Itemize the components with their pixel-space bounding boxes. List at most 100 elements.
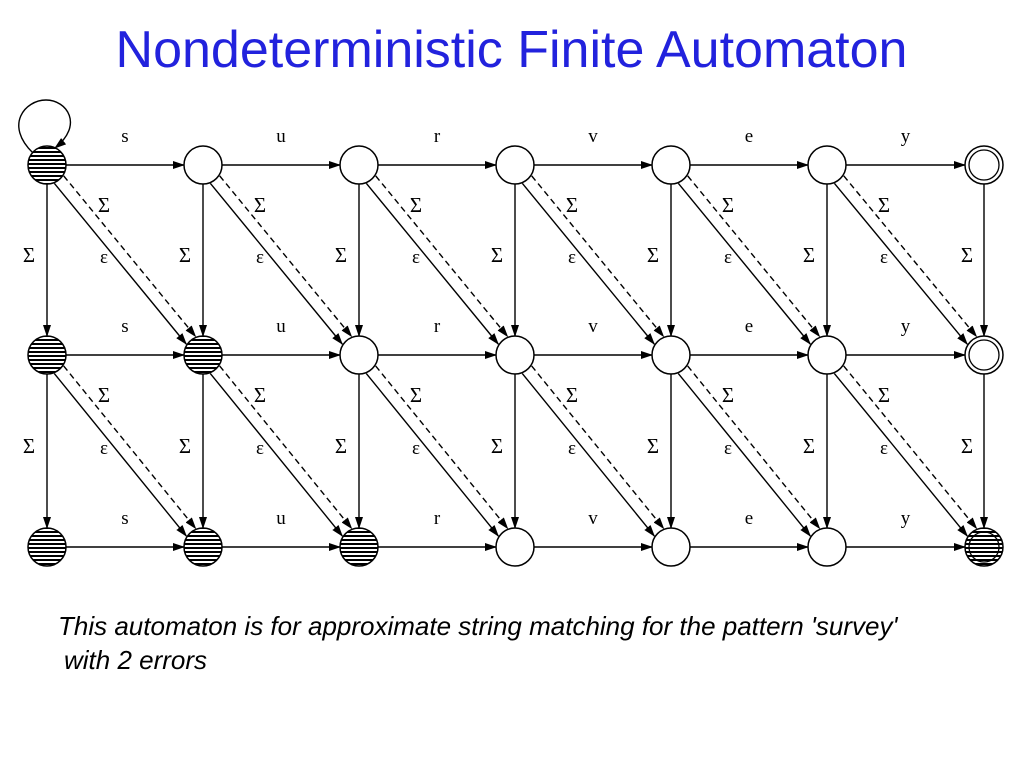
state-active	[27, 335, 67, 375]
insertion-label: Σ	[179, 434, 191, 458]
caption-line-1: This automaton is for approximate string…	[58, 611, 898, 641]
state	[964, 145, 1004, 185]
substitution-edge	[521, 373, 655, 537]
state-active	[27, 145, 67, 185]
deletion-edge	[375, 365, 509, 530]
accepting-ring	[968, 339, 1000, 371]
substitution-label: Σ	[722, 193, 734, 217]
substitution-label: Σ	[878, 193, 890, 217]
deletion-edge	[63, 175, 197, 338]
state-active	[183, 527, 223, 567]
start-self-loop	[18, 99, 72, 154]
state	[339, 145, 379, 185]
state	[807, 335, 847, 375]
insertion-label: Σ	[335, 434, 347, 458]
deletion-label: ε	[100, 438, 108, 459]
match-label: e	[745, 316, 753, 337]
state	[495, 527, 535, 567]
accepting-ring	[968, 149, 1000, 181]
match-label: v	[588, 316, 598, 337]
insertion-label: Σ	[647, 434, 659, 458]
substitution-edge	[53, 373, 187, 537]
state-active	[183, 335, 223, 375]
insertion-label: Σ	[647, 243, 659, 267]
deletion-label: ε	[412, 247, 420, 268]
substitution-edge	[209, 183, 343, 345]
deletion-edge	[63, 365, 197, 530]
state-active	[964, 527, 1004, 567]
substitution-edge	[521, 183, 655, 345]
state	[183, 145, 223, 185]
substitution-edge	[365, 183, 499, 345]
substitution-label: Σ	[98, 383, 110, 407]
deletion-label: ε	[724, 247, 732, 268]
deletion-edge	[843, 175, 978, 338]
insertion-label: Σ	[335, 243, 347, 267]
match-label: e	[745, 126, 753, 147]
state	[807, 145, 847, 185]
insertion-label: Σ	[803, 434, 815, 458]
caption: This automaton is for approximate string…	[58, 609, 1023, 677]
deletion-edge	[219, 175, 353, 338]
substitution-edge	[209, 373, 343, 537]
substitution-edge	[833, 183, 968, 345]
deletion-edge	[375, 175, 509, 338]
substitution-label: Σ	[410, 193, 422, 217]
match-label: s	[121, 508, 128, 529]
match-label: r	[434, 126, 441, 147]
deletion-edge	[843, 365, 978, 530]
match-label: s	[121, 316, 128, 337]
substitution-label: Σ	[878, 383, 890, 407]
match-label: e	[745, 508, 753, 529]
nfa-edges	[18, 99, 988, 551]
deletion-label: ε	[412, 438, 420, 459]
deletion-label: ε	[256, 438, 264, 459]
caption-line-2: with 2 errors	[64, 645, 208, 675]
substitution-label: Σ	[254, 193, 266, 217]
insertion-label: Σ	[179, 243, 191, 267]
deletion-label: ε	[568, 247, 576, 268]
insertion-label: Σ	[491, 243, 503, 267]
deletion-edge	[687, 175, 821, 338]
deletion-edge	[687, 365, 821, 530]
match-label: v	[588, 126, 598, 147]
state	[807, 527, 847, 567]
nfa-states	[27, 145, 1004, 567]
state	[651, 527, 691, 567]
deletion-edge	[531, 365, 665, 530]
state	[964, 335, 1004, 375]
deletion-label: ε	[724, 438, 732, 459]
match-label: u	[276, 126, 286, 147]
match-label: y	[901, 126, 911, 147]
match-label: u	[276, 508, 286, 529]
insertion-label: Σ	[23, 434, 35, 458]
state-active	[339, 527, 379, 567]
match-label: v	[588, 508, 598, 529]
match-label: u	[276, 316, 286, 337]
deletion-label: ε	[880, 438, 888, 459]
state	[495, 335, 535, 375]
substitution-label: Σ	[254, 383, 266, 407]
substitution-edge	[833, 373, 968, 537]
slide-title: Nondeterministic Finite Automaton	[115, 21, 908, 79]
match-label: r	[434, 316, 441, 337]
deletion-label: ε	[880, 247, 888, 268]
deletion-edge	[219, 365, 353, 530]
deletion-label: ε	[256, 247, 264, 268]
state	[651, 145, 691, 185]
substitution-label: Σ	[410, 383, 422, 407]
state-active	[27, 527, 67, 567]
insertion-label: Σ	[961, 434, 973, 458]
deletion-label: ε	[568, 438, 576, 459]
substitution-label: Σ	[722, 383, 734, 407]
match-label: s	[121, 126, 128, 147]
accepting-ring	[968, 531, 1000, 563]
match-label: r	[434, 508, 441, 529]
substitution-edge	[365, 373, 499, 537]
substitution-label: Σ	[98, 193, 110, 217]
state	[651, 335, 691, 375]
insertion-label: Σ	[803, 243, 815, 267]
match-label: y	[901, 316, 911, 337]
